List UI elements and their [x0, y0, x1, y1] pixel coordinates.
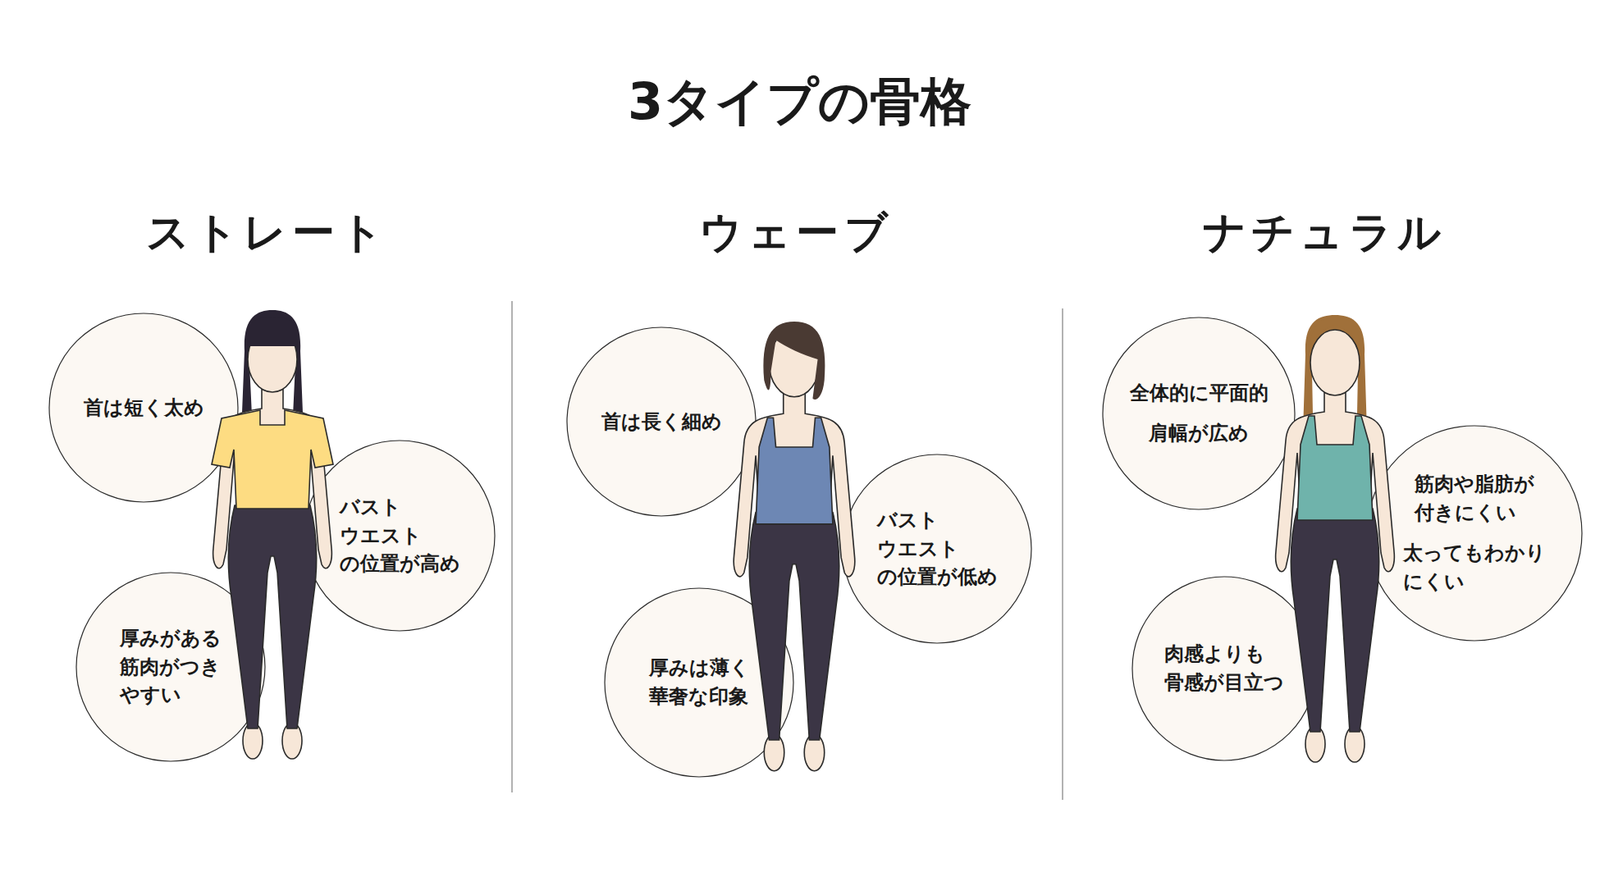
- diagram-title: 3タイプの骨格: [627, 67, 972, 137]
- divider-line: [1061, 308, 1064, 800]
- feature-text: 首は長く細め: [601, 407, 723, 437]
- circle-outline: [1101, 316, 1296, 511]
- feature-circle: 首は長く細め: [566, 326, 757, 517]
- feature-text: 首は短く太め: [83, 393, 205, 423]
- divider-line: [511, 301, 513, 793]
- feature-circle: 肉感よりも 骨感が目立つ: [1131, 576, 1317, 762]
- feature-text: 厚みがある 筋肉がつき やすい: [119, 624, 222, 710]
- feature-text: 厚みは薄く 華奢な印象: [649, 653, 750, 712]
- feature-text: 肩幅が広め: [1148, 419, 1249, 448]
- feature-text: 太ってもわかり にくい: [1403, 539, 1546, 597]
- circle-outline: [1131, 576, 1317, 762]
- feature-text: 筋肉や脂肪が 付きにくい: [1414, 470, 1535, 528]
- type-heading: ナチュラル: [1202, 204, 1446, 262]
- feature-circle: バスト ウエスト の位置が低め: [841, 453, 1033, 645]
- feature-text: バスト ウエスト の位置が高め: [339, 493, 461, 579]
- type-heading: ウェーブ: [699, 204, 893, 262]
- feature-circle: バスト ウエスト の位置が高め: [303, 439, 496, 632]
- feature-circle: 厚みは薄く 華奢な印象: [603, 587, 795, 778]
- type-heading: ストレート: [146, 204, 389, 262]
- feature-circle: 全体的に平面的肩幅が広め: [1101, 316, 1296, 511]
- circle-outline: [1366, 425, 1583, 642]
- feature-text: 全体的に平面的: [1129, 379, 1269, 408]
- feature-circle: 筋肉や脂肪が 付きにくい太ってもわかり にくい: [1366, 425, 1583, 642]
- feature-text: バスト ウエスト の位置が低め: [877, 506, 998, 592]
- feature-circle: 厚みがある 筋肉がつき やすい: [75, 571, 266, 763]
- feature-text: 肉感よりも 骨感が目立つ: [1164, 640, 1285, 698]
- circle-outline: [603, 587, 795, 778]
- feature-circle: 首は短く太め: [48, 312, 239, 503]
